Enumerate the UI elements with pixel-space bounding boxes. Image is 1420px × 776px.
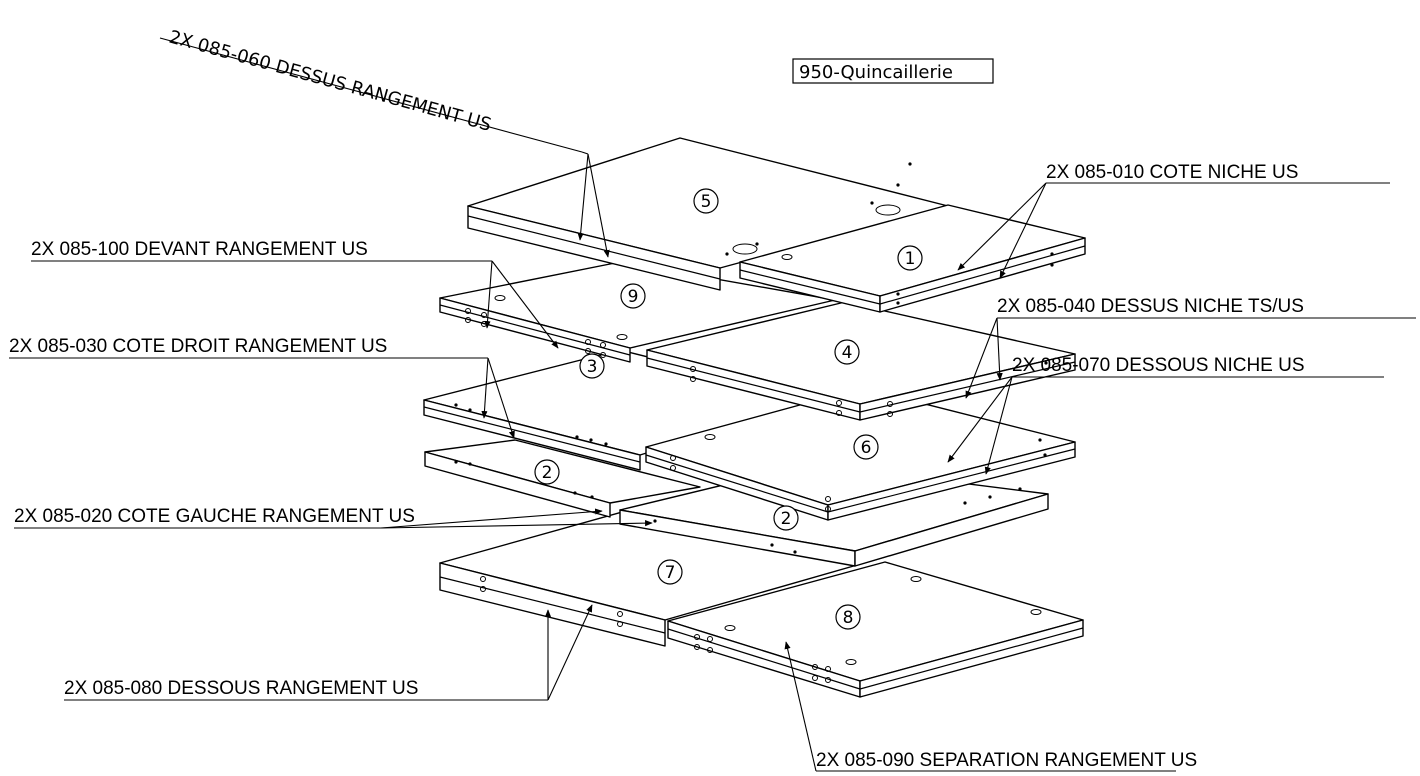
balloon-4: 4 bbox=[834, 339, 860, 365]
callout-085-090: 2X 085-090 SEPARATION RANGEMENT US bbox=[784, 641, 1197, 772]
svg-text:2X 085-060 DESSUS RANGEMENT US: 2X 085-060 DESSUS RANGEMENT US bbox=[167, 27, 494, 136]
callout-085-100: 2X 085-100 DEVANT RANGEMENT US bbox=[31, 239, 559, 349]
balloon-5: 5 bbox=[693, 188, 719, 214]
svg-text:2: 2 bbox=[781, 509, 792, 529]
svg-text:6: 6 bbox=[861, 438, 872, 458]
svg-text:2X 085-010 COTE NICHE US: 2X 085-010 COTE NICHE US bbox=[1046, 162, 1298, 183]
callout-950-quincaillerie: 950-Quincaillerie bbox=[792, 58, 994, 84]
svg-text:1: 1 bbox=[905, 249, 916, 269]
balloon-7: 7 bbox=[657, 559, 683, 585]
callout-085-070: 2X 085-070 DESSOUS NICHE US bbox=[947, 355, 1384, 475]
svg-text:2: 2 bbox=[542, 463, 553, 483]
svg-text:950-Quincaillerie: 950-Quincaillerie bbox=[799, 62, 953, 83]
callout-085-010: 2X 085-010 COTE NICHE US bbox=[957, 162, 1390, 279]
balloon-2-right: 2 bbox=[773, 505, 799, 531]
panel-8 bbox=[667, 561, 1084, 698]
svg-text:2X 085-040 DESSUS NICHE TS/US: 2X 085-040 DESSUS NICHE TS/US bbox=[997, 296, 1304, 317]
callout-085-040: 2X 085-040 DESSUS NICHE TS/US bbox=[965, 296, 1416, 399]
callout-085-080: 2X 085-080 DESSOUS RANGEMENT US bbox=[64, 604, 593, 701]
balloon-2-left: 2 bbox=[534, 459, 560, 485]
balloon-6: 6 bbox=[853, 434, 879, 460]
panel-2-left bbox=[424, 439, 701, 518]
svg-text:2X 085-100 DEVANT RANGEMENT US: 2X 085-100 DEVANT RANGEMENT US bbox=[31, 239, 368, 260]
svg-text:2X 085-020 COTE GAUCHE RANGEME: 2X 085-020 COTE GAUCHE RANGEMENT US bbox=[14, 506, 415, 527]
svg-text:2X 085-070 DESSOUS NICHE US: 2X 085-070 DESSOUS NICHE US bbox=[1012, 355, 1305, 376]
svg-text:2X 085-090 SEPARATION RANGEMEN: 2X 085-090 SEPARATION RANGEMENT US bbox=[816, 750, 1197, 771]
svg-text:3: 3 bbox=[587, 357, 598, 377]
svg-text:7: 7 bbox=[665, 563, 676, 583]
balloon-1: 1 bbox=[897, 245, 923, 271]
svg-text:2X 085-080 DESSOUS RANGEMENT U: 2X 085-080 DESSOUS RANGEMENT US bbox=[64, 678, 418, 699]
panel-4 bbox=[646, 301, 1076, 421]
svg-text:4: 4 bbox=[842, 343, 853, 363]
svg-text:8: 8 bbox=[843, 608, 854, 628]
balloon-3: 3 bbox=[579, 353, 605, 379]
callout-085-020: 2X 085-020 COTE GAUCHE RANGEMENT US bbox=[14, 506, 653, 529]
svg-text:2X 085-030 COTE DROIT RANGEMEN: 2X 085-030 COTE DROIT RANGEMENT US bbox=[9, 336, 387, 357]
svg-text:9: 9 bbox=[628, 287, 639, 307]
callout-085-030: 2X 085-030 COTE DROIT RANGEMENT US bbox=[9, 336, 515, 439]
svg-text:5: 5 bbox=[701, 192, 712, 212]
balloon-9: 9 bbox=[620, 283, 646, 309]
balloon-8: 8 bbox=[835, 604, 861, 630]
